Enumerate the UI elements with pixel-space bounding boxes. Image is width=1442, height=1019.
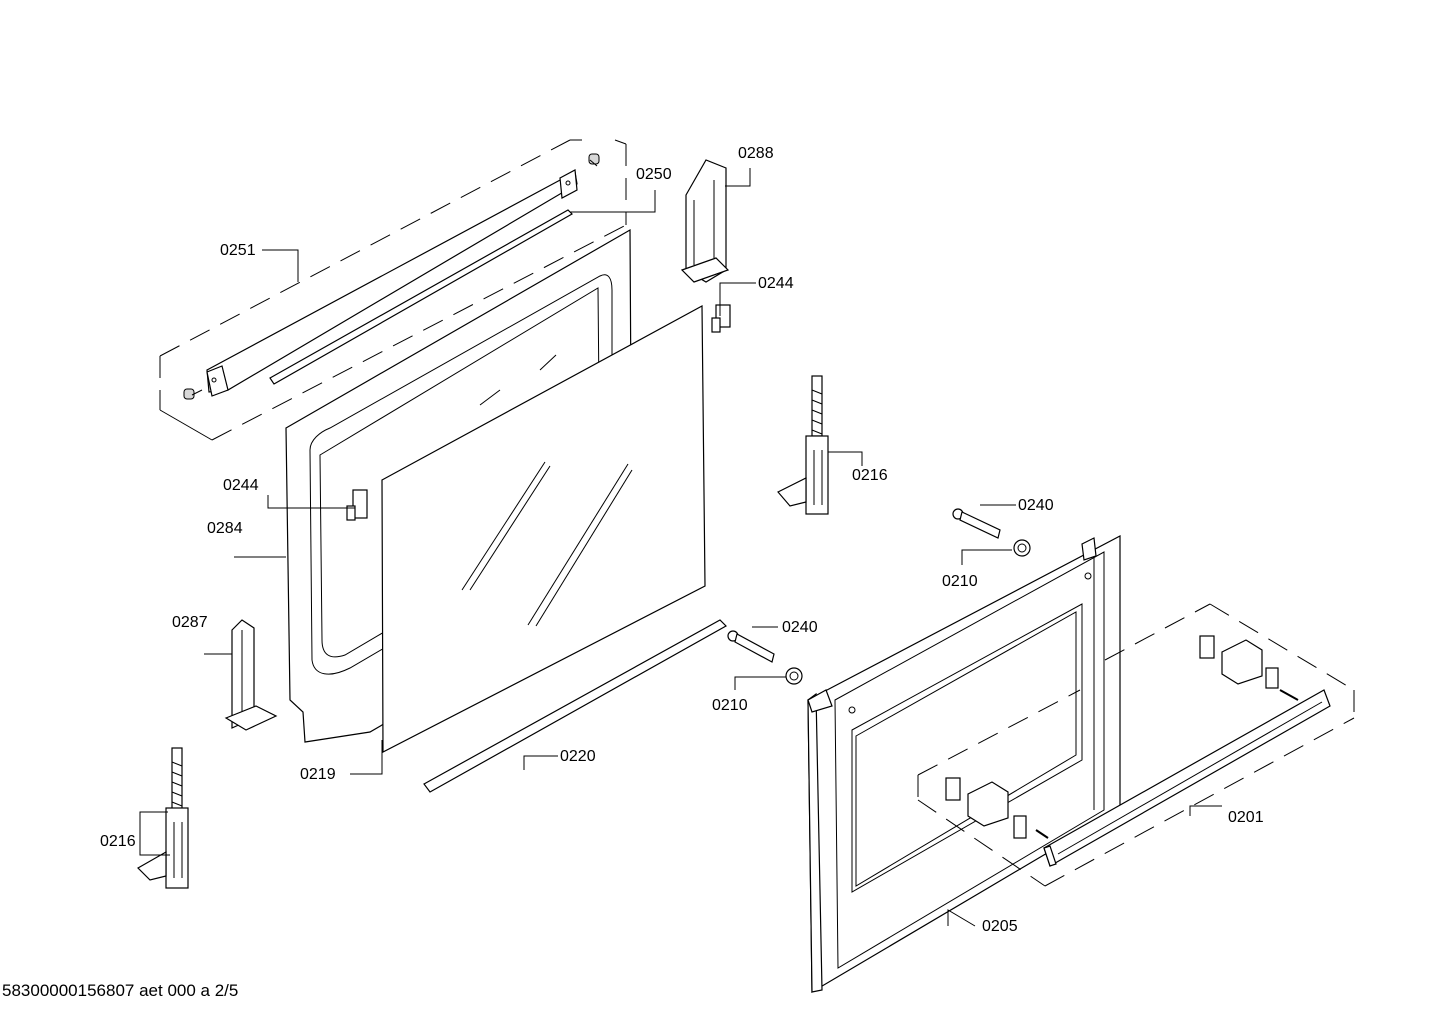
handle-bar-0201	[1043, 689, 1331, 867]
glass-pane-0219	[381, 304, 706, 753]
nut-0210-bottom	[785, 667, 803, 685]
label-0216-right: 0216	[852, 467, 888, 484]
bracket-0288	[680, 159, 730, 283]
seal-strip-0250	[269, 209, 573, 385]
label-0250: 0250	[636, 166, 672, 183]
label-0287: 0287	[172, 614, 208, 631]
nut-0210-top	[1013, 539, 1031, 557]
label-0244-top: 0244	[758, 275, 794, 292]
top-rail-0251	[206, 169, 578, 397]
bottom-seal-0220	[423, 619, 727, 793]
clip-0244-top	[711, 304, 731, 333]
bracket-0287	[224, 619, 278, 731]
outer-door-frame-0205	[807, 535, 1121, 994]
hinge-0216-left	[137, 747, 189, 889]
screw-top-right	[588, 153, 600, 167]
label-0240-top: 0240	[1018, 497, 1054, 514]
handle-mount-left	[945, 777, 1049, 839]
drawing-reference-footer: 58300000156807 aet 000 a 2/5	[2, 981, 239, 1000]
leader-lines	[139, 168, 1222, 927]
label-0201: 0201	[1228, 809, 1264, 826]
label-0244-left: 0244	[223, 477, 259, 494]
label-0284: 0284	[207, 520, 243, 537]
clip-0244-left	[346, 489, 368, 521]
bolt-0240-bottom	[727, 630, 775, 663]
label-0240-bottom: 0240	[782, 619, 818, 636]
top-assembly-dashed-box	[159, 139, 627, 441]
hinge-0216-right	[777, 375, 829, 515]
label-0251: 0251	[220, 242, 256, 259]
label-0220: 0220	[560, 748, 596, 765]
label-0205: 0205	[982, 918, 1018, 935]
handle-dashed-box	[917, 603, 1355, 887]
handle-mount-right	[1199, 635, 1299, 701]
label-0219: 0219	[300, 766, 336, 783]
label-0288: 0288	[738, 145, 774, 162]
label-0210-top: 0210	[942, 573, 978, 590]
label-0216-left: 0216	[100, 833, 136, 850]
screw-top-left	[183, 388, 203, 400]
label-0210-bottom: 0210	[712, 697, 748, 714]
bolt-0240-top	[952, 508, 1001, 539]
